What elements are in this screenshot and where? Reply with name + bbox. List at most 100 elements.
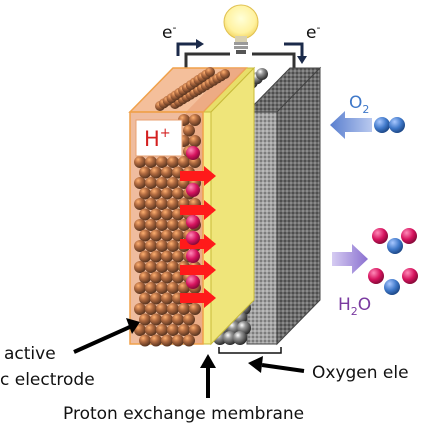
anode-particle <box>156 219 168 231</box>
proton-dot <box>186 183 200 197</box>
anode-particle <box>172 250 184 263</box>
cathode-particle <box>223 331 237 345</box>
anode-particle <box>139 250 151 263</box>
anode-particle <box>139 166 151 179</box>
anode-particle <box>189 135 201 147</box>
anode-particle <box>156 240 168 252</box>
anode-particle <box>145 303 157 315</box>
anode-particle <box>167 324 179 336</box>
anode-particle <box>156 261 168 273</box>
electron-flow-arrow-icon <box>176 39 307 64</box>
anode-particle <box>134 303 146 315</box>
anode-particle <box>150 292 162 305</box>
anode-particle <box>139 271 151 284</box>
anode-particle <box>156 303 168 315</box>
anode-particle <box>156 282 168 294</box>
anode-particle <box>139 292 151 305</box>
anode-particle <box>156 177 168 189</box>
anode-particle <box>134 324 146 336</box>
anode-particle <box>161 208 173 221</box>
callout-arrows <box>73 318 305 398</box>
anode-particle <box>134 198 146 210</box>
anode-particle <box>189 114 201 126</box>
anode-particle <box>183 334 195 347</box>
proton-arrow-icon <box>180 260 216 280</box>
anode-particle <box>134 156 146 168</box>
anode-particle <box>167 156 179 168</box>
anode-particle <box>161 187 173 200</box>
proton-dot <box>186 231 200 245</box>
svg-text:H+: H+ <box>144 126 171 151</box>
anode-particle <box>145 282 157 294</box>
anode-particle <box>150 166 162 179</box>
anode-particle <box>161 313 173 326</box>
water-molecule-icon <box>368 228 418 295</box>
proton-label-box: H+ <box>135 119 183 157</box>
anode-particle <box>172 334 184 347</box>
oxygen-inlet: O2 <box>330 93 405 139</box>
anode-particle <box>134 219 146 231</box>
anode-particle <box>139 187 151 200</box>
anode-particle <box>161 166 173 179</box>
proton-arrow-icon <box>180 166 216 186</box>
oxygen-electrode-label: Oxygen ele <box>312 363 409 383</box>
anode-particle <box>145 156 157 168</box>
membrane-label: Proton exchange membrane <box>63 404 304 424</box>
anode-particle <box>145 177 157 189</box>
anode-particle <box>150 334 162 347</box>
svg-text:O2: O2 <box>349 93 369 116</box>
anode-particle <box>145 240 157 252</box>
anode-particle <box>205 67 215 77</box>
anode-particle <box>134 177 146 189</box>
anode-particle <box>167 240 179 252</box>
proton-arrow-icon <box>180 288 216 308</box>
anode-particle <box>167 303 179 315</box>
anode-particle <box>178 156 190 168</box>
water-outlet: H2O <box>332 228 418 318</box>
anode-label-line2: c electrode <box>0 370 95 390</box>
anode-particle <box>139 313 151 326</box>
anode-particle <box>161 229 173 242</box>
proton-dot <box>186 215 200 229</box>
anode-particle <box>167 177 179 189</box>
anode-particle <box>145 324 157 336</box>
anode-particle <box>156 324 168 336</box>
electron-label-right: e- <box>306 21 320 43</box>
svg-text:H2O: H2O <box>338 295 371 318</box>
anode-particle <box>134 240 146 252</box>
light-bulb-icon <box>223 4 259 54</box>
anode-label-line1: active <box>4 344 56 364</box>
anode-particle <box>134 282 146 294</box>
cathode-particle <box>256 68 268 80</box>
anode-particle <box>172 313 184 326</box>
proton-dot <box>186 275 200 289</box>
anode-particle <box>189 303 201 315</box>
anode-particle <box>220 69 230 79</box>
anode-particle <box>161 271 173 284</box>
anode-particle <box>150 208 162 221</box>
anode-particle <box>150 187 162 200</box>
anode-particle <box>172 229 184 242</box>
anode-particle <box>167 219 179 231</box>
anode-particle <box>161 292 173 305</box>
proton-exchange-membrane <box>201 66 256 346</box>
anode-particle <box>150 250 162 263</box>
anode-particle <box>150 271 162 284</box>
anode-particle <box>189 324 201 336</box>
anode-particle <box>178 324 190 336</box>
proton-label: H <box>144 127 160 151</box>
proton-dot <box>186 249 200 263</box>
cathode-particle <box>233 331 247 345</box>
proton-dot <box>186 146 200 160</box>
anode-particle <box>145 198 157 210</box>
oxygen-electrode-gdl <box>245 66 322 346</box>
anode-particle <box>150 313 162 326</box>
anode-particle <box>145 261 157 273</box>
anode-particle <box>161 250 173 263</box>
oxygen-electrode-bracket <box>218 347 282 354</box>
anode-particle <box>156 156 168 168</box>
anode-particle <box>161 334 173 347</box>
anode-particle <box>167 261 179 273</box>
anode-particle <box>145 219 157 231</box>
